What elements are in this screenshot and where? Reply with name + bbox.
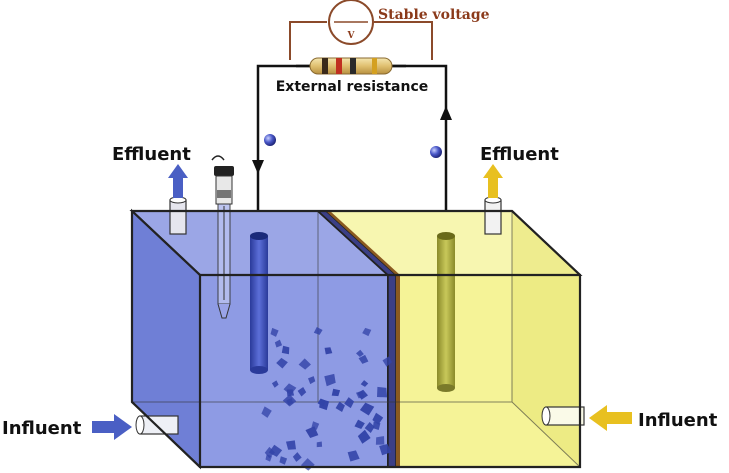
granule bbox=[362, 327, 372, 337]
granule bbox=[377, 386, 388, 398]
granule bbox=[331, 388, 341, 397]
granule bbox=[311, 421, 320, 430]
vessel-outline bbox=[130, 209, 582, 469]
down-arrow-icon bbox=[252, 160, 264, 174]
granule bbox=[274, 339, 283, 348]
granule bbox=[316, 441, 323, 448]
granule bbox=[359, 402, 375, 416]
influent-port-right bbox=[541, 406, 585, 426]
granule bbox=[354, 419, 365, 429]
effluent-label-left: Effluent bbox=[112, 144, 191, 165]
granule bbox=[364, 422, 375, 434]
granule bbox=[382, 356, 393, 367]
stable-voltage-label: Stable voltage bbox=[378, 7, 490, 23]
granule bbox=[375, 436, 385, 445]
resistor bbox=[296, 57, 406, 75]
granule bbox=[279, 456, 288, 465]
granule bbox=[347, 450, 360, 462]
effluent-port-left bbox=[169, 196, 187, 235]
influent-arrow-right-icon bbox=[589, 405, 632, 431]
granule bbox=[283, 383, 297, 395]
granule bbox=[360, 380, 369, 387]
granule bbox=[344, 397, 355, 409]
granule bbox=[261, 406, 272, 418]
granule bbox=[355, 390, 365, 399]
granule bbox=[298, 358, 311, 370]
granule bbox=[372, 412, 384, 425]
influent-label-right: Influent bbox=[638, 410, 718, 431]
voltage-wiring bbox=[289, 21, 433, 60]
up-arrow-icon bbox=[440, 106, 452, 120]
granule bbox=[313, 327, 323, 335]
effluent-port-right bbox=[484, 196, 502, 235]
granule bbox=[317, 398, 327, 407]
granule bbox=[305, 426, 319, 439]
granule bbox=[271, 380, 279, 388]
influent-label-left: Influent bbox=[2, 418, 82, 439]
granule bbox=[308, 376, 316, 385]
anode-front-face bbox=[199, 274, 389, 468]
granule bbox=[285, 440, 296, 450]
granule bbox=[356, 349, 364, 357]
external-resistance-label: External resistance bbox=[276, 79, 429, 95]
electron-right bbox=[430, 146, 442, 158]
granule bbox=[372, 421, 381, 431]
voltmeter-symbol: V bbox=[347, 31, 356, 41]
cathode-electrode bbox=[437, 232, 455, 392]
granule bbox=[357, 429, 371, 444]
granule bbox=[276, 357, 288, 369]
reference-electrode bbox=[211, 155, 234, 319]
granule bbox=[358, 354, 369, 364]
electron-left bbox=[264, 134, 276, 146]
granule bbox=[270, 327, 279, 337]
anode-granules bbox=[261, 327, 393, 471]
granule bbox=[265, 454, 272, 462]
granule bbox=[324, 373, 336, 387]
granule bbox=[292, 452, 302, 462]
external-circuit-wire bbox=[252, 64, 452, 250]
granule bbox=[282, 394, 297, 407]
granule bbox=[281, 345, 290, 355]
granule bbox=[297, 387, 307, 397]
anode-electrode bbox=[250, 232, 268, 374]
granule bbox=[335, 401, 345, 413]
influent-port-left bbox=[135, 415, 179, 435]
effluent-arrow-right-icon bbox=[483, 164, 503, 198]
granule bbox=[379, 443, 392, 456]
voltmeter: V bbox=[328, 0, 374, 45]
influent-arrow-left-icon bbox=[92, 414, 132, 440]
effluent-arrow-left-icon bbox=[168, 164, 188, 198]
effluent-label-right: Effluent bbox=[480, 144, 559, 165]
granule bbox=[324, 347, 333, 355]
